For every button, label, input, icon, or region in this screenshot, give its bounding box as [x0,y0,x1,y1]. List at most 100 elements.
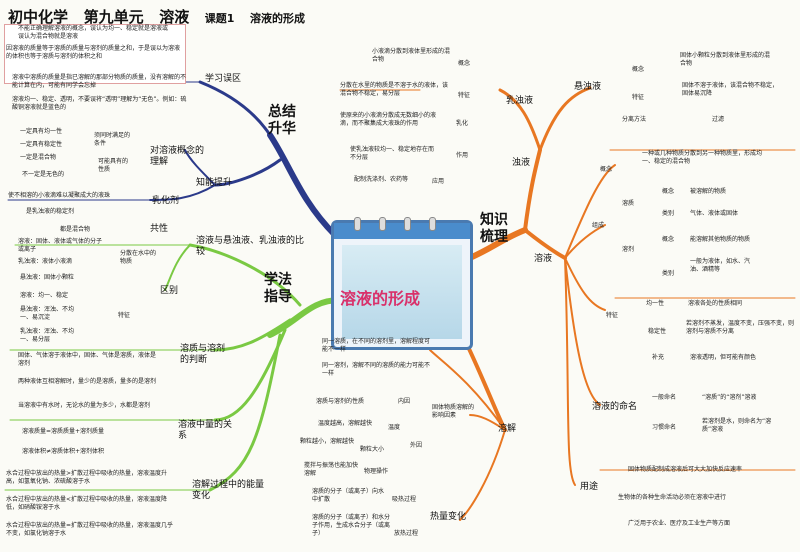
factor-internal: 溶质与溶剂的性质 [316,398,365,405]
binder-ring-icon [429,217,436,231]
label-misconceptions: 学习误区 [205,74,242,84]
label-dispersed: 分散在水中的物质 [120,250,157,265]
label-supplement: 补充 [652,354,665,361]
dispersed-1: 溶液：固体、液体或气体的分子或离子 [18,238,103,253]
suspension-concept: 固体小颗粒分散到液体里形成的混合物 [680,52,771,67]
binder-ring-icon [379,217,386,231]
label-diff: 区别 [160,286,179,296]
label-factors: 固体物质溶解的影响因素 [432,404,475,419]
judge-1: 固体、气体溶于液体中，固体、气体是溶质，液体是溶剂 [18,352,157,367]
heat-release: 溶质的分子（或离子）和水分子作用，生成水合分子（或离子） [312,514,391,537]
must-1: 一定具有均一性 [20,128,63,135]
label-size: 颗粒大小 [360,446,385,453]
beaker-illustration [342,245,462,339]
label-solution: 溶液 [534,254,553,264]
dissolve-compare-2: 同一溶剂，溶解不同的溶质的能力可能不一样 [322,362,431,377]
label-suspension: 悬浊液 [574,82,602,92]
label-turbid: 浊液 [512,158,531,168]
label-common: 共性 [150,224,169,234]
branch-heat [459,429,506,521]
label-solvent: 溶剂 [622,246,635,253]
label-solute: 溶质 [622,200,635,207]
naming-custom: 若溶剂是水，则命名为“溶质”溶液 [702,418,772,433]
label-judge: 溶质与溶剂的判断 [180,344,226,365]
page-header: 初中化学 第九单元 溶液 课题1 溶液的形成 [8,6,315,27]
label-external: 外因 [410,442,423,449]
solute-concept-label: 概念 [662,188,675,195]
misconception-4: 溶液均一、稳定、透明，不要误将“透明”理解为“无色”。例如：硫酸铜溶液就是蓝色的 [12,96,187,111]
judge-3: 当溶液中有水时，无论水的量为多少，水都是溶剂 [18,402,151,409]
branch-judge [213,318,292,352]
label-must: 须同时满足的条件 [94,132,131,147]
branch-diff [164,244,191,291]
mass-2: 溶液体积≠溶质体积+溶剂体积 [22,448,105,455]
label-understand: 对溶液概念的理解 [150,146,205,167]
binder-ring-icon [404,217,411,231]
center-card: 溶液的形成 [331,217,473,350]
branch-dissolve-compare [429,349,506,431]
uniform-value: 溶液各处的性质相同 [688,300,743,307]
center-title: 溶液的形成 [340,289,421,308]
must-2: 一定具有稳定性 [20,141,63,148]
energy-2: 水合过程中放出的热量<扩散过程中吸收的热量，溶液温度降低，如硝酸铵溶于水 [6,496,168,511]
feature-3: 乳浊液：浑浊、不均一、易分层 [20,328,75,343]
header-unit: 第九单元 [83,8,144,26]
label-naming: 溶液的命名 [592,402,638,412]
energy-3: 水合过程中放出的热量=扩散过程中吸收的热量，溶液温度几乎不变，如氯化钠溶于水 [6,522,174,537]
branch-naming [564,257,601,406]
header-topic: 溶液 [159,8,190,26]
hub-knowledge: 知识梳理 [480,212,508,245]
label-internal: 内因 [398,398,411,405]
branch-energy [208,333,282,492]
branch-compare [188,243,302,307]
label-emulsion: 乳浊液 [506,96,534,106]
misconception-2: 因溶液的质量等于溶质的质量与溶剂的质量之和，于是误以为溶液的体积也等于溶质与溶剂… [6,45,181,60]
solvent-concept: 能溶解其他物质的物质 [690,236,751,243]
mass-1: 溶液质量=溶质质量+溶剂质量 [22,428,105,435]
hub-method: 学法指导 [264,272,292,305]
branch-turbid [523,148,542,232]
label-feature: 特征 [118,312,131,319]
label-temp: 温度 [388,424,401,431]
supplement-value: 溶液透明，但可能有颜色 [690,354,757,361]
dispersed-2: 悬浊液：固体小颗粒 [20,274,75,281]
emulsion-concept: 小液滴分散到液体里形成的混合物 [372,48,451,63]
solute-concept: 被溶解的物质 [690,188,727,195]
naming-general: “溶质”的“溶剂”溶液 [702,394,757,401]
hub-summary: 总结升华 [268,104,296,137]
branch-emulsifier [149,184,216,201]
factor-temp: 温度越高，溶解越快 [318,420,373,427]
branch-misconceptions [198,80,272,137]
label-solution-concept: 概念 [600,166,613,173]
header-subject: 初中化学 [8,8,69,26]
must-3: 一定是混合物 [20,154,57,161]
binder-ring-icon [354,217,361,231]
label-separation: 分离方法 [622,116,647,123]
label-compare: 溶液与悬浊液、乳浊液的比较 [196,236,305,257]
header-lesson: 课题1 [204,12,235,25]
branch-emulsion [498,88,542,152]
solvent-kind-label: 类别 [662,270,675,277]
separation-value: 过滤 [712,116,725,123]
solvent-concept-label: 概念 [662,236,675,243]
label-suspension-concept: 概念 [632,66,645,73]
solute-kind: 气体、液体或固体 [690,210,739,217]
label-emulsion-concept: 概念 [458,60,471,67]
misconception-3: 溶液中溶质的质量是指已溶解的那部分物质的质量，没有溶解的不能计算在内，可能有同学… [12,74,187,89]
factor-size: 颗粒越小，溶解越快 [300,438,355,445]
label-usage: 用途 [580,482,599,492]
solute-kind-label: 类别 [662,210,675,217]
misconception-1: 不能正确理解溶液的概念，误认为均一、稳定就是溶液或误认为混合物就是溶液 [18,25,169,40]
label-energy: 溶解过程中的能量变化 [192,480,265,501]
label-mass: 溶液中量的关系 [178,420,233,441]
label-effect: 作用 [456,152,469,159]
branch-summary-main [267,132,338,238]
factor-stir: 搅拌与振荡也能加快溶解 [304,462,359,477]
emulsion-use: 配制洗涤剂、农药等 [354,176,409,183]
label-naming-general: 一般命名 [652,394,677,401]
common-value: 都是混合物 [60,226,91,233]
label-heat: 热量变化 [430,512,467,522]
emulsifier-2: 是乳浊液的稳定剂 [26,208,75,215]
branch-usage [564,257,576,486]
header-lesson-title: 溶液的形成 [250,12,306,25]
